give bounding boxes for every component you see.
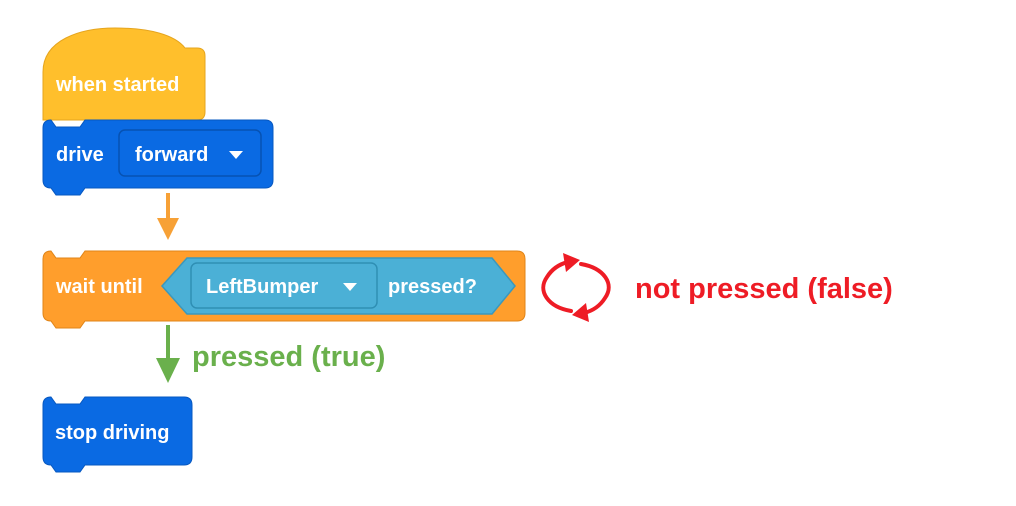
drive-direction-value: forward	[135, 144, 208, 166]
caret-down-icon	[343, 283, 357, 291]
when-started-block[interactable]: when started	[42, 27, 206, 121]
wait-until-label: wait until	[55, 276, 143, 298]
wait-until-block[interactable]: wait until LeftBumper pressed?	[42, 250, 526, 329]
bumper-sensor-value: LeftBumper	[206, 276, 318, 298]
drive-label: drive	[56, 144, 104, 166]
down-arrow-icon	[157, 193, 179, 240]
drive-block[interactable]: drive forward	[42, 119, 274, 196]
not-pressed-annotation: not pressed (false)	[635, 273, 893, 305]
drive-direction-dropdown[interactable]: forward	[118, 129, 262, 177]
bumper-sensor-dropdown[interactable]: LeftBumper	[190, 262, 378, 309]
pressed-true-annotation: pressed (true)	[192, 341, 385, 373]
loop-arrows-icon	[541, 253, 611, 322]
pressed-condition-label: pressed?	[388, 276, 477, 298]
stop-driving-label: stop driving	[55, 422, 169, 444]
bumper-pressed-reporter[interactable]: LeftBumper pressed?	[160, 257, 516, 315]
when-started-label: when started	[55, 74, 179, 96]
down-arrow-icon	[156, 325, 180, 383]
caret-down-icon	[229, 151, 243, 159]
stop-driving-block[interactable]: stop driving	[42, 396, 193, 473]
